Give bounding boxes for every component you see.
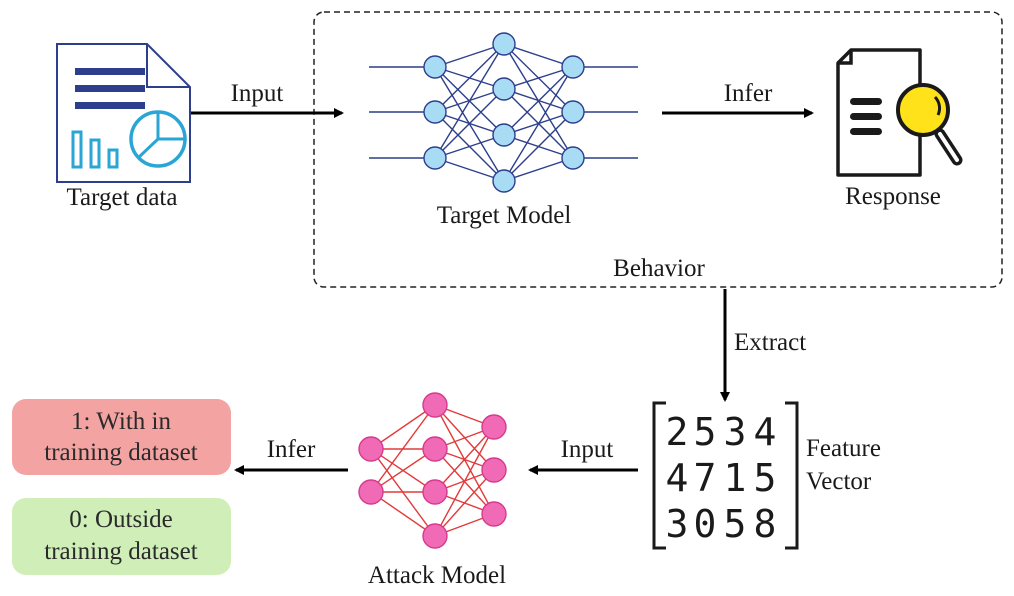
target-model-network-icon <box>369 32 638 193</box>
target-edge <box>434 157 505 182</box>
matrix-cell: 4 <box>666 456 689 500</box>
matrix-cell: 8 <box>754 502 777 546</box>
attack-edge <box>434 426 495 493</box>
matrix-cell: 4 <box>754 410 777 454</box>
matrix-cell: 3 <box>724 410 747 454</box>
behavior-label: Behavior <box>613 255 705 282</box>
document-magnifier-icon <box>836 48 963 177</box>
feature-vector-label-line2: Vector <box>806 468 872 495</box>
out-training-line2: training dataset <box>44 538 197 565</box>
target-edge <box>434 43 505 113</box>
matrix-left-bracket <box>652 401 666 550</box>
attack-edge <box>370 404 436 450</box>
target-node <box>492 32 516 56</box>
target-edge <box>434 88 505 159</box>
in-training-line1: 1: With in <box>71 408 171 435</box>
attack-node <box>358 479 384 505</box>
matrix-cell: 3 <box>666 502 689 546</box>
extract-label: Extract <box>734 329 806 356</box>
target-model-label: Target Model <box>437 202 572 229</box>
matrix-cell: 1 <box>724 456 747 500</box>
target-edge <box>503 66 574 90</box>
attack-edge <box>434 469 495 537</box>
input-label-top: Input <box>231 80 284 107</box>
input-label-bottom: Input <box>561 436 614 463</box>
matrix-cell: 5 <box>754 456 777 500</box>
in-training-box <box>12 399 231 475</box>
matrix-cell: 0 <box>694 502 717 546</box>
target-node <box>492 123 516 147</box>
target-edge <box>434 134 505 159</box>
target-edge <box>503 66 574 136</box>
target-node <box>423 146 447 170</box>
matrix-cell: 2 <box>666 410 689 454</box>
response-label: Response <box>845 183 941 210</box>
out-training-line1: 0: Outside <box>69 506 172 533</box>
target-node <box>492 77 516 101</box>
target-edge <box>434 43 505 159</box>
target-edge <box>434 43 505 68</box>
attack-edge <box>370 491 436 537</box>
target-edge <box>503 66 574 182</box>
infer-label-top: Infer <box>724 80 773 107</box>
target-node <box>561 146 585 170</box>
in-training-line2: training dataset <box>44 439 197 466</box>
target-node <box>561 100 585 124</box>
target-node <box>423 55 447 79</box>
matrix-right-bracket <box>785 401 799 550</box>
attack-node <box>422 436 448 462</box>
target-edge <box>503 111 574 182</box>
target-data-label: Target data <box>67 184 178 211</box>
attack-node <box>481 457 507 483</box>
target-edge <box>503 43 574 68</box>
feature-vector-label-line1: Feature <box>806 435 881 462</box>
out-training-box <box>12 498 231 575</box>
matrix-cell: 5 <box>724 502 747 546</box>
behavior-box <box>313 11 1003 288</box>
matrix-cell: 7 <box>694 456 717 500</box>
attack-node <box>422 479 448 505</box>
attack-node <box>481 414 507 440</box>
attack-node <box>481 501 507 527</box>
attack-model-label: Attack Model <box>368 562 506 589</box>
attack-edge <box>434 426 495 537</box>
target-node <box>423 100 447 124</box>
target-node <box>492 169 516 193</box>
document-chart-icon <box>56 43 191 183</box>
target-node <box>561 55 585 79</box>
attack-node <box>358 436 384 462</box>
matrix-cell: 5 <box>694 410 717 454</box>
attack-edge <box>370 404 436 493</box>
attack-model-network-icon <box>358 392 507 549</box>
attack-node <box>422 523 448 549</box>
target-edge <box>503 157 574 182</box>
attack-edge <box>370 448 436 493</box>
infer-label-bottom: Infer <box>267 436 316 463</box>
attack-node <box>422 392 448 418</box>
